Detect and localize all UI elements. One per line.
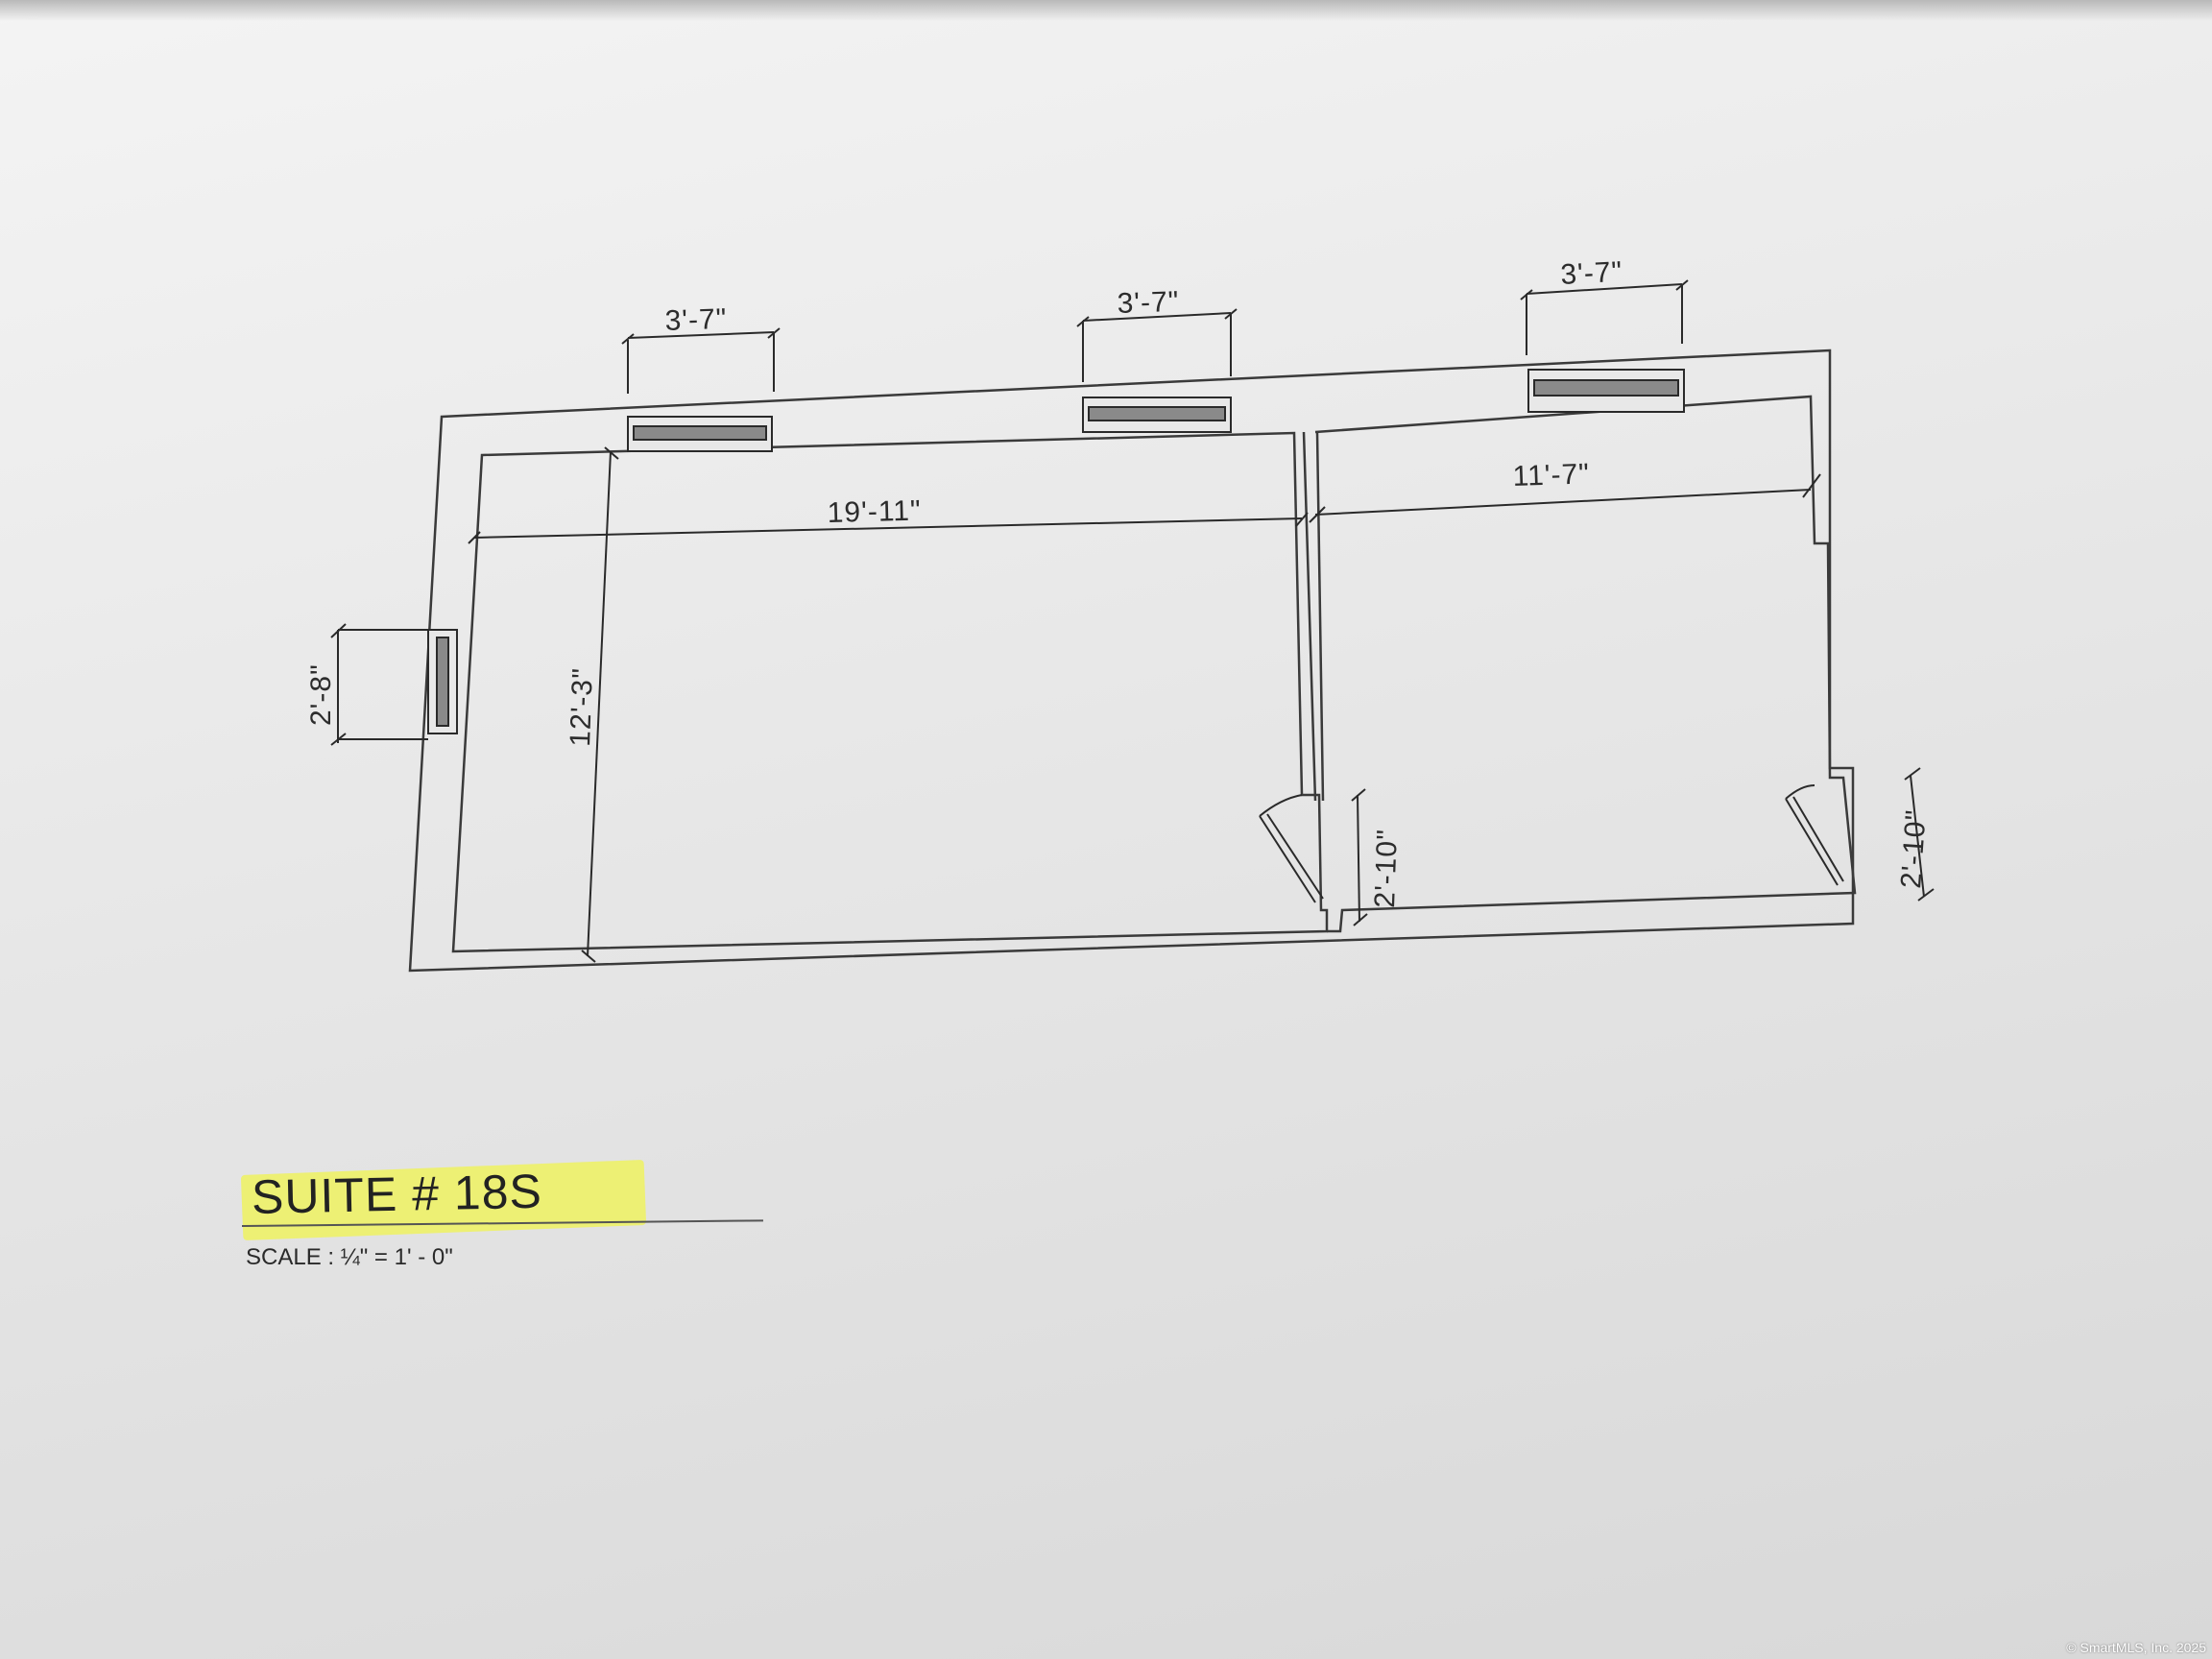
dim-room-depth: 12'-3" bbox=[565, 667, 599, 748]
scale-note: SCALE : ¼" = 1' - 0" bbox=[246, 1244, 453, 1270]
dim-door-right: 2'-10" bbox=[1895, 808, 1933, 890]
door-swing-left bbox=[1259, 794, 1316, 903]
dim-room-right-width: 11'-7" bbox=[1512, 458, 1590, 493]
right-room-inner-wall bbox=[1314, 395, 1857, 933]
partition-wall bbox=[1302, 431, 1317, 802]
dim-room-left-width: 19'-11" bbox=[827, 494, 922, 529]
paper-edge-shadow bbox=[0, 0, 2212, 21]
outer-wall bbox=[408, 349, 1855, 973]
door-swing-right bbox=[1785, 784, 1839, 886]
left-room-inner-wall bbox=[451, 431, 1329, 953]
dim-window-side: 2'-8" bbox=[305, 663, 337, 726]
watermark: © SmartMLS, Inc. 2025 bbox=[2066, 1640, 2206, 1655]
suite-title: SUITE # 18S bbox=[251, 1164, 543, 1224]
dim-window-top-right: 3'-7" bbox=[1560, 256, 1623, 291]
dim-window-top-middle: 3'-7" bbox=[1117, 286, 1180, 320]
dim-door-left: 2'-10" bbox=[1369, 829, 1404, 909]
dim-window-top-left: 3'-7" bbox=[664, 303, 728, 337]
